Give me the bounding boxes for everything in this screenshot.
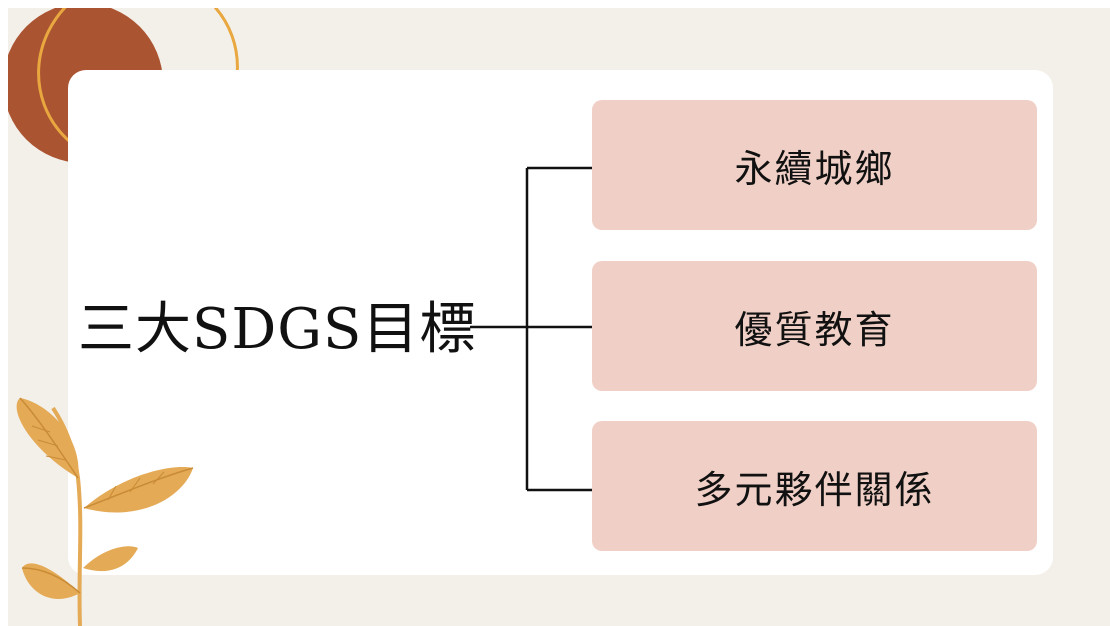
goal-box-2: 優質教育 — [592, 261, 1037, 391]
leaf-plant-icon — [16, 397, 194, 626]
slide: 三大SDGS目標 永續城鄉 優質教育 多元夥伴關係 — [8, 8, 1110, 626]
goal-box-1: 永續城鄉 — [592, 100, 1037, 230]
goal-label-3: 多元夥伴關係 — [694, 467, 935, 512]
goal-box-3: 多元夥伴關係 — [592, 421, 1037, 551]
root-title: 三大SDGS目標 — [78, 297, 477, 362]
goal-label-1: 永續城鄉 — [734, 146, 895, 191]
goal-label-2: 優質教育 — [734, 307, 895, 352]
